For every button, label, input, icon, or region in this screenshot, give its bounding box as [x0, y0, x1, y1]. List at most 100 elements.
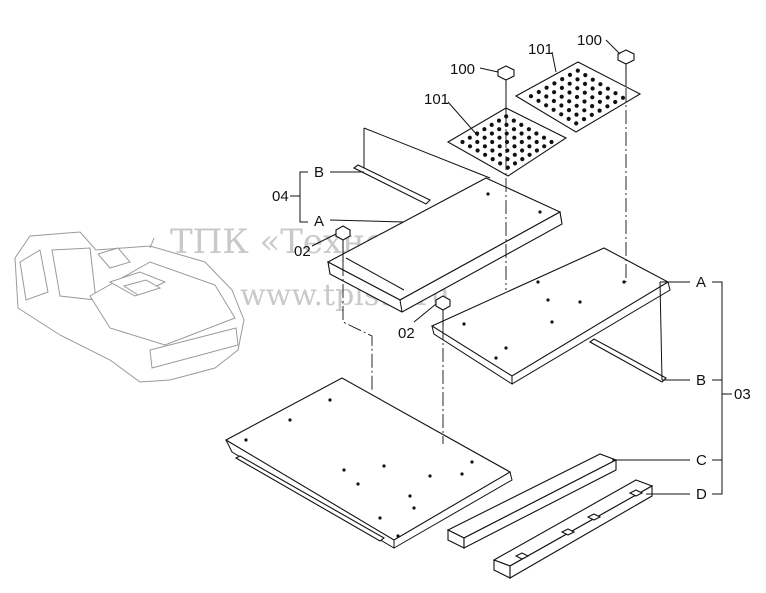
part-100-bolt-right — [617, 49, 635, 86]
part-101-pad-front — [446, 107, 568, 177]
pad-hole — [490, 157, 495, 162]
part-04-side-panel — [352, 127, 491, 205]
label-02-lower: 02 — [398, 325, 415, 342]
part-02-bolt-upper — [335, 225, 351, 262]
base-plate-hole — [470, 460, 474, 464]
pad-hole — [598, 90, 603, 96]
pad-hole — [475, 131, 480, 136]
pad-hole — [512, 135, 517, 140]
pad-hole — [559, 94, 564, 99]
pad-hole — [467, 144, 473, 149]
label-04: 04 — [272, 188, 289, 205]
pad-hole — [597, 99, 603, 104]
pad-hole — [559, 85, 565, 90]
base-plate-hole — [342, 468, 346, 472]
pad-hole — [581, 117, 587, 122]
base-plate-hole — [288, 418, 292, 422]
base-plate-hole — [412, 506, 416, 510]
pad-hole — [496, 118, 502, 123]
base-plate-hole — [356, 482, 360, 486]
pad-hole — [582, 81, 588, 86]
pad-hole — [605, 86, 611, 91]
pad-hole — [560, 77, 565, 82]
pad-hole — [598, 82, 603, 87]
label-A-upper: A — [314, 213, 324, 230]
pad-hole — [544, 94, 549, 99]
pad-hole — [552, 90, 557, 95]
pad-hole — [542, 144, 547, 149]
pad-hole — [575, 68, 580, 73]
pad-hole — [567, 99, 572, 104]
pad-hole — [504, 139, 510, 145]
part-100-bolt-left — [497, 65, 515, 112]
pad-hole — [536, 89, 541, 95]
pad-hole — [497, 152, 503, 157]
base-plate-hole — [408, 494, 412, 498]
alignment-lines — [342, 88, 627, 444]
pad-hole — [566, 116, 571, 121]
base-plate-hole — [378, 516, 382, 520]
base-floor-plate — [224, 377, 513, 549]
label-C: C — [696, 452, 707, 469]
pad-hole — [544, 85, 549, 90]
pad-hole — [582, 90, 587, 95]
pad-hole — [567, 90, 572, 95]
pad-hole — [613, 99, 618, 105]
pad-hole — [512, 144, 517, 149]
pad-hole — [505, 157, 510, 162]
part-04-cover-plate — [326, 177, 563, 313]
pad-hole — [527, 152, 532, 157]
pad-hole — [559, 103, 564, 108]
base-plate-hole — [428, 474, 432, 478]
pad-hole — [567, 81, 572, 86]
pad-hole — [527, 144, 532, 149]
pad-hole — [589, 112, 594, 117]
pad-hole — [475, 139, 480, 145]
pad-hole — [497, 135, 502, 140]
pad-hole — [512, 152, 517, 157]
pad-hole — [590, 77, 595, 82]
pad-hole — [544, 103, 549, 108]
label-101-right: 101 — [528, 41, 553, 58]
pad-hole — [582, 108, 587, 113]
base-plate-hole — [396, 534, 400, 538]
label-D: D — [696, 486, 707, 503]
pad-hole — [526, 127, 532, 132]
pad-hole — [534, 139, 539, 145]
excavator-outline — [14, 231, 245, 383]
base-plate-hole — [244, 438, 248, 442]
pad-hole — [590, 86, 595, 91]
pad-hole — [482, 127, 487, 132]
pad-hole — [497, 144, 502, 149]
part-02-bolt-lower — [435, 295, 451, 326]
pad-hole — [551, 107, 556, 112]
label-100-left: 100 — [450, 61, 475, 78]
pad-hole — [482, 144, 487, 149]
pad-hole — [559, 112, 564, 117]
pad-hole — [597, 108, 602, 113]
pad-hole — [566, 108, 572, 113]
pad-hole — [489, 122, 494, 127]
pad-hole — [605, 104, 610, 109]
pad-hole — [620, 95, 626, 100]
pad-hole — [497, 127, 502, 132]
pad-hole — [504, 122, 509, 127]
part-03-strip-B — [588, 338, 667, 383]
pad-hole — [519, 131, 524, 136]
label-02-upper: 02 — [294, 243, 311, 260]
pad-hole — [520, 148, 525, 153]
pad-hole — [511, 127, 517, 132]
callout-labels: 100 100 101 101 04 B A 02 02 A B 03 C D — [272, 32, 751, 503]
label-B-right: B — [696, 372, 706, 389]
pad-hole — [552, 81, 557, 86]
pad-hole — [605, 95, 610, 100]
label-101-left: 101 — [424, 91, 449, 108]
leader-lines — [290, 39, 732, 495]
pad-hole — [519, 139, 524, 145]
pad-hole — [534, 131, 539, 136]
pad-hole — [511, 118, 516, 123]
pad-hole — [541, 135, 547, 140]
pad-hole — [534, 148, 540, 153]
pad-hole — [467, 135, 472, 140]
pad-hole — [582, 99, 587, 104]
